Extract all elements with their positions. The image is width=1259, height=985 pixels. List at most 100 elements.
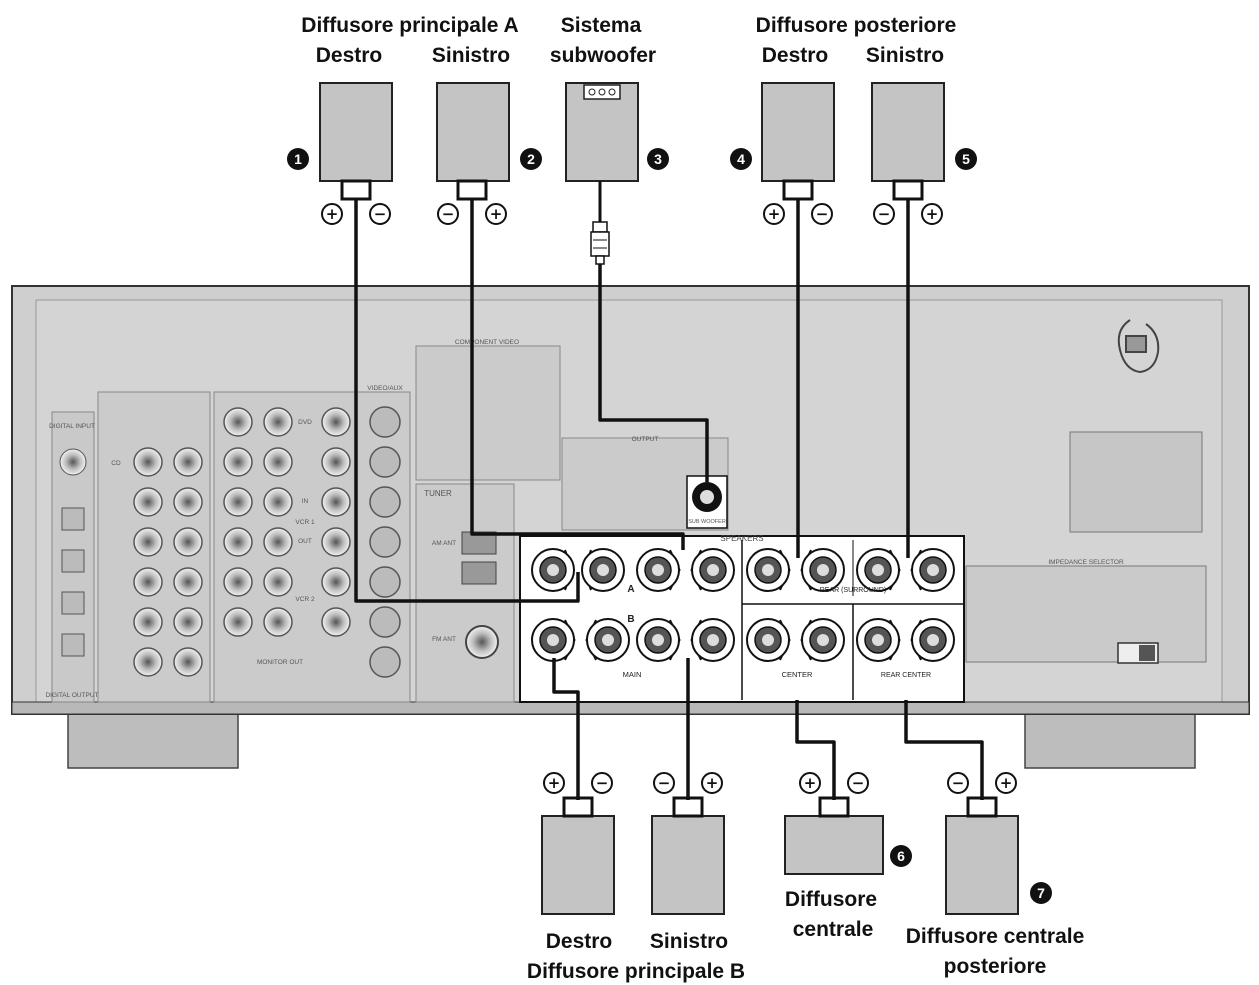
rca-jack: [321, 447, 351, 477]
polarity-sign: −: [878, 205, 891, 223]
plus-icon: [799, 772, 821, 794]
polarity-sign: −: [816, 205, 829, 223]
vcr2-label: VCR 2: [295, 596, 315, 603]
rear-left-speaker: [871, 82, 945, 182]
polarity-sign: +: [768, 205, 781, 223]
cable-rear-center: [904, 700, 984, 800]
rca-jack: [133, 647, 163, 677]
polarity-sign: +: [1000, 774, 1013, 792]
rca-jack: [173, 527, 203, 557]
tuner-terminals: [461, 531, 499, 659]
receiver-foot-left: [67, 711, 239, 769]
rca-jack: [133, 567, 163, 597]
s-video-jack: [369, 446, 401, 478]
subwoofer-cable: [590, 181, 709, 482]
rear-center-label-line2: posteriore: [943, 955, 1047, 978]
out-label: OUT: [298, 538, 312, 545]
rca-jack: [263, 567, 293, 597]
fm-ant-label: FM ANT: [432, 636, 456, 643]
minus-icon: [811, 203, 833, 225]
badge-3: 3: [647, 148, 669, 170]
cable-connector: [966, 796, 998, 818]
am-ant-label: AM ANT: [432, 540, 456, 547]
rca-jack: [263, 487, 293, 517]
cable-connector: [340, 179, 372, 201]
polarity-sign: +: [326, 205, 339, 223]
rear-right-label: Destro: [761, 44, 829, 67]
digital-io-block: [51, 411, 95, 703]
impedance-label-area: [1069, 431, 1203, 533]
polarity-sign: +: [706, 774, 719, 792]
rca-jack: [223, 527, 253, 557]
rca-jack: [223, 487, 253, 517]
center-speaker: [784, 815, 884, 875]
main-a-title: Diffusore principale A: [301, 14, 519, 37]
rca-jack: [321, 607, 351, 637]
polarity-sign: −: [374, 205, 387, 223]
tuner-label: TUNER: [424, 489, 452, 498]
in-label: IN: [302, 498, 309, 505]
component-video-block: [415, 345, 561, 481]
subwoofer-label-line1: Sistema: [560, 14, 642, 37]
rca-jack: [321, 527, 351, 557]
speaker-connectors: [340, 179, 998, 818]
cable-connector: [892, 179, 924, 201]
main-b-left-label: Sinistro: [649, 930, 729, 953]
rca-jack: [223, 447, 253, 477]
minus-icon: [437, 203, 459, 225]
rear-center-label: REAR CENTER: [881, 672, 931, 679]
main-label: MAIN: [623, 670, 642, 679]
plus-icon: [543, 772, 565, 794]
rear-title: Diffusore posteriore: [755, 14, 957, 37]
rear-center-speaker: [945, 815, 1019, 915]
minus-icon: [653, 772, 675, 794]
rca-jack: [133, 487, 163, 517]
plus-icon: [485, 203, 507, 225]
monitor-out-label: MONITOR OUT: [257, 659, 303, 666]
plus-icon: [921, 203, 943, 225]
rear-surround-label: REAR (SURROUND): [820, 587, 887, 594]
polarity-sign: +: [804, 774, 817, 792]
rca-jack: [223, 567, 253, 597]
rca-jack: [321, 407, 351, 437]
polarity-sign: +: [926, 205, 939, 223]
center-label-line1: Diffusore: [784, 888, 878, 911]
minus-icon: [873, 203, 895, 225]
receiver-foot-right: [1024, 711, 1196, 769]
impedance-selector-panel: [965, 565, 1207, 663]
speaker-terminals: [531, 548, 955, 662]
s-video-jack: [369, 526, 401, 558]
zone-a-label: A: [627, 584, 634, 595]
plus-icon: [763, 203, 785, 225]
rca-jack: [263, 407, 293, 437]
speakers-label: SPEAKERS: [720, 534, 763, 543]
plus-icon: [995, 772, 1017, 794]
main-a-right-label: Destro: [315, 44, 383, 67]
badge-4: 4: [730, 148, 752, 170]
receiver-bottom-strip: [11, 701, 1250, 715]
rca-jack: [321, 567, 351, 597]
component-video-label: COMPONENT VIDEO: [455, 339, 519, 346]
subwoofer-jack-plate: [583, 84, 621, 100]
digital-input-label: DIGITAL INPUT: [49, 423, 95, 430]
minus-icon: [591, 772, 613, 794]
polarity-sign: +: [548, 774, 561, 792]
cable-main-a-left: [470, 199, 685, 550]
polarity-sign: −: [952, 774, 965, 792]
rca-jack: [133, 527, 163, 557]
badge-7: 7: [1030, 882, 1052, 904]
sub-woofer-label: SUB WOOFER: [688, 519, 726, 525]
s-video-jack: [369, 486, 401, 518]
video-aux-label: VIDEO/AUX: [367, 385, 403, 392]
tuner-block: [415, 483, 515, 703]
s-video-jack: [369, 646, 401, 678]
main-b-right-label: Destro: [545, 930, 613, 953]
rca-jack: [263, 447, 293, 477]
impedance-selector-label: IMPEDANCE SELECTOR: [1048, 559, 1124, 566]
cable-connector: [782, 179, 814, 201]
badge-2: 2: [520, 148, 542, 170]
badge-1: 1: [287, 148, 309, 170]
polarity-sign: −: [442, 205, 455, 223]
plus-icon: [321, 203, 343, 225]
